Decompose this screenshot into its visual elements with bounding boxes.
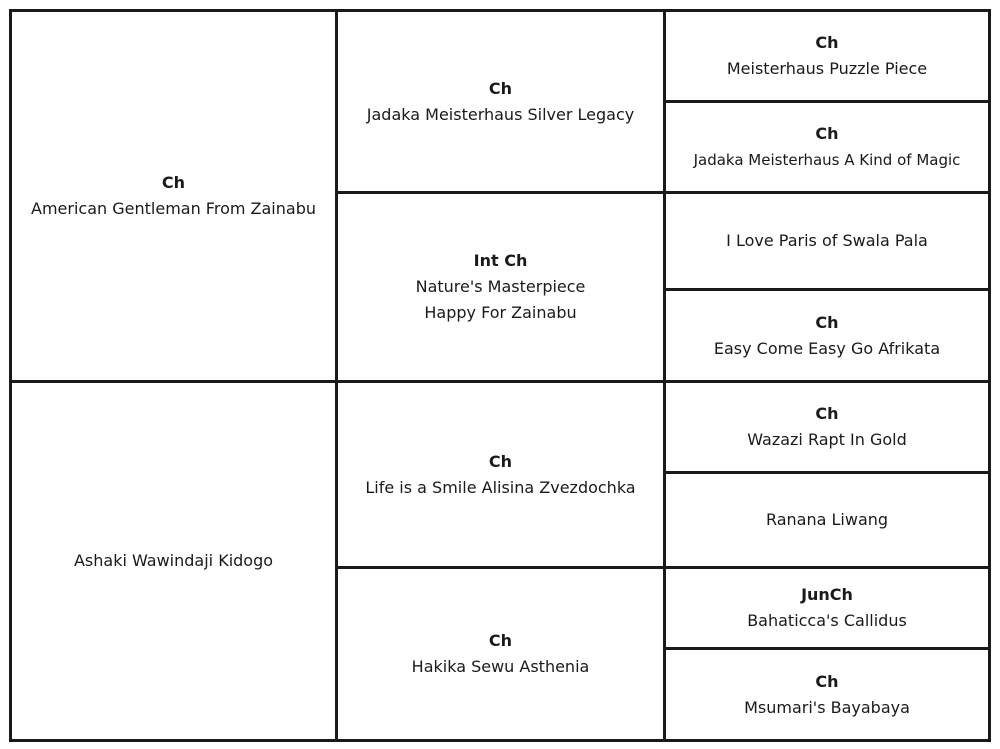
dam-name: Ashaki Wawindaji Kidogo [73, 551, 274, 570]
pedigree-cell-sire-sire-sire: Ch Meisterhaus Puzzle Piece [663, 9, 991, 103]
pedigree-cell-dam-sire-sire: Ch Wazazi Rapt In Gold [663, 380, 991, 474]
sire-sire-dam-title: Ch [815, 124, 839, 143]
dam-dam-dam-title: Ch [815, 671, 839, 691]
sire-title: Ch [161, 173, 186, 192]
pedigree-cell-sire-dam: Int Ch Nature's Masterpiece Happy For Za… [335, 191, 666, 383]
sire-sire-dam-name: Jadaka Meisterhaus A Kind of Magic [693, 151, 961, 169]
sire-dam-sire-name: I Love Paris of Swala Pala [726, 231, 928, 250]
sire-sire-name: Jadaka Meisterhaus Silver Legacy [366, 104, 635, 124]
pedigree-cell-sire-dam-sire: I Love Paris of Swala Pala [663, 191, 991, 291]
dam-sire-title: Ch [488, 451, 513, 471]
sire-sire-title: Ch [488, 78, 513, 98]
pedigree-cell-dam-dam-dam: Ch Msumari's Bayabaya [663, 647, 991, 742]
pedigree-cell-sire-sire-dam: Ch Jadaka Meisterhaus A Kind of Magic [663, 100, 991, 194]
pedigree-cell-sire-sire: Ch Jadaka Meisterhaus Silver Legacy [335, 9, 666, 194]
dam-dam-sire-name: Bahaticca's Callidus [747, 611, 907, 630]
pedigree-cell-dam-dam-sire: JunCh Bahaticca's Callidus [663, 566, 991, 650]
pedigree-cell-dam: Ashaki Wawindaji Kidogo [9, 380, 338, 742]
dam-sire-dam-name: Ranana Liwang [765, 510, 889, 529]
dam-dam-sire-title: JunCh [801, 585, 853, 604]
pedigree-cell-dam-dam: Ch Hakika Sewu Asthenia [335, 566, 666, 742]
dam-sire-sire-title: Ch [815, 404, 839, 423]
pedigree-cell-sire-dam-dam: Ch Easy Come Easy Go Afrikata [663, 288, 991, 383]
pedigree-cell-sire: Ch American Gentleman From Zainabu [9, 9, 338, 383]
pedigree-cell-dam-sire: Ch Life is a Smile Alisina Zvezdochka [335, 380, 666, 569]
dam-sire-name: Life is a Smile Alisina Zvezdochka [365, 477, 636, 497]
sire-dam-name-line1: Nature's Masterpiece [415, 277, 586, 296]
sire-name: American Gentleman From Zainabu [31, 199, 316, 218]
pedigree-cell-dam-sire-dam: Ranana Liwang [663, 471, 991, 569]
sire-dam-name-line2: Happy For Zainabu [424, 303, 577, 322]
sire-dam-dam-name: Easy Come Easy Go Afrikata [713, 338, 941, 358]
sire-dam-dam-title: Ch [815, 312, 839, 332]
dam-dam-name: Hakika Sewu Asthenia [411, 657, 590, 676]
dam-dam-title: Ch [488, 631, 513, 650]
sire-dam-title: Int Ch [473, 251, 528, 270]
dam-sire-sire-name: Wazazi Rapt In Gold [747, 430, 907, 449]
sire-sire-sire-name: Meisterhaus Puzzle Piece [726, 59, 928, 78]
dam-dam-dam-name: Msumari's Bayabaya [744, 697, 910, 717]
sire-sire-sire-title: Ch [815, 33, 839, 52]
